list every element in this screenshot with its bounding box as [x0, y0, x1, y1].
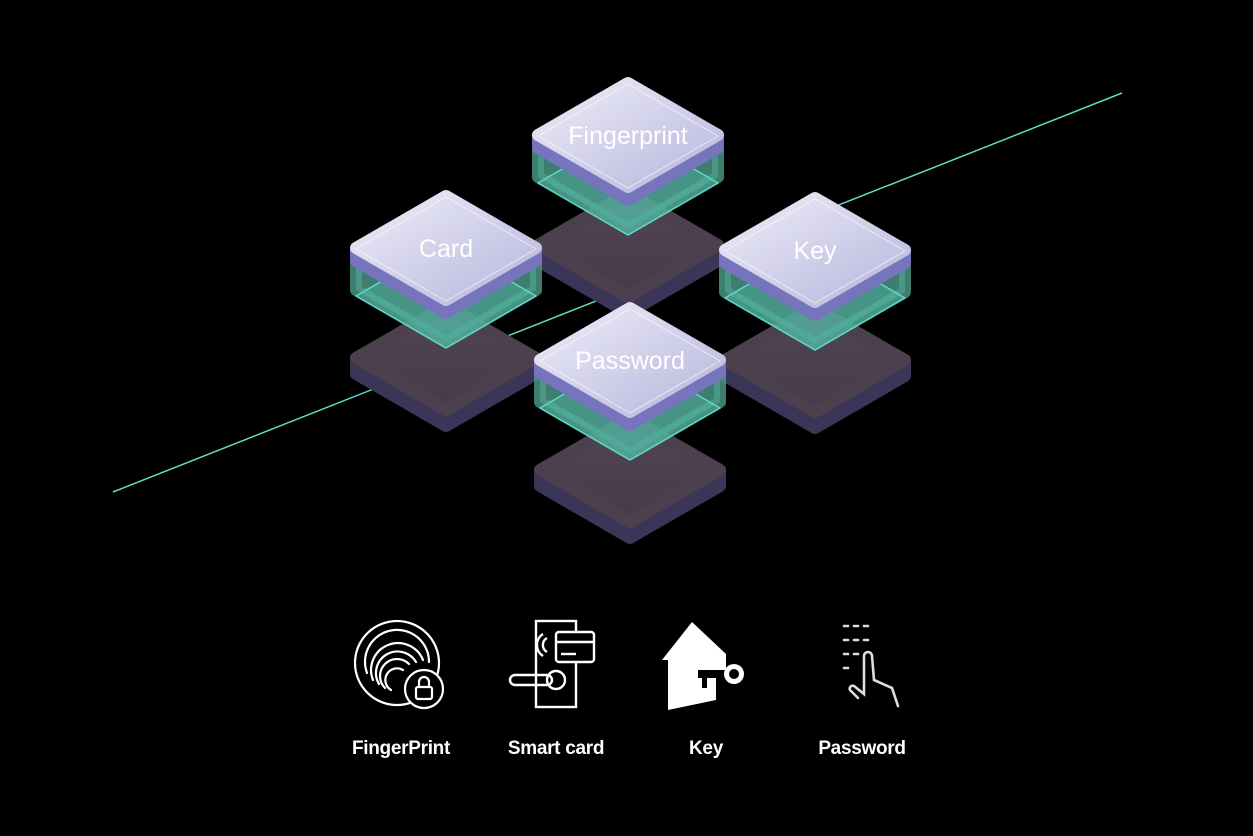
tile-top — [534, 302, 726, 418]
tile-stack-fingerprint: Fingerprint — [532, 77, 724, 319]
fingerprint-lock-icon — [353, 619, 445, 710]
tile-top — [350, 190, 542, 306]
method-label: FingerPrint — [351, 738, 451, 759]
tile-top-edge — [355, 196, 537, 302]
tile-stack-password: Password — [534, 302, 726, 544]
keypad-touch-icon — [842, 624, 900, 708]
tile-label-card: Card — [419, 235, 473, 263]
tile-top — [719, 192, 911, 308]
method-password: Password — [792, 618, 932, 760]
tile-top-edge — [537, 83, 719, 189]
tile-label-fingerprint: Fingerprint — [568, 122, 688, 150]
method-label: Password — [818, 738, 906, 759]
tile-top-edge — [539, 308, 721, 414]
tile-stack-card: Card — [350, 190, 542, 432]
method-smart-card: Smart card — [486, 618, 626, 760]
smart-card-door-icon — [508, 619, 596, 709]
house-key-icon — [662, 622, 744, 710]
method-label: Smart card — [507, 738, 605, 759]
tile-top — [532, 77, 724, 193]
method-key: Key — [636, 618, 776, 760]
tile-label-password: Password — [575, 347, 685, 375]
tile-top-edge — [724, 198, 906, 304]
method-fingerprint: FingerPrint — [331, 618, 471, 760]
tile-stack-key: Key — [719, 192, 911, 434]
method-label: Key — [689, 738, 723, 759]
tile-label-key: Key — [793, 237, 837, 265]
